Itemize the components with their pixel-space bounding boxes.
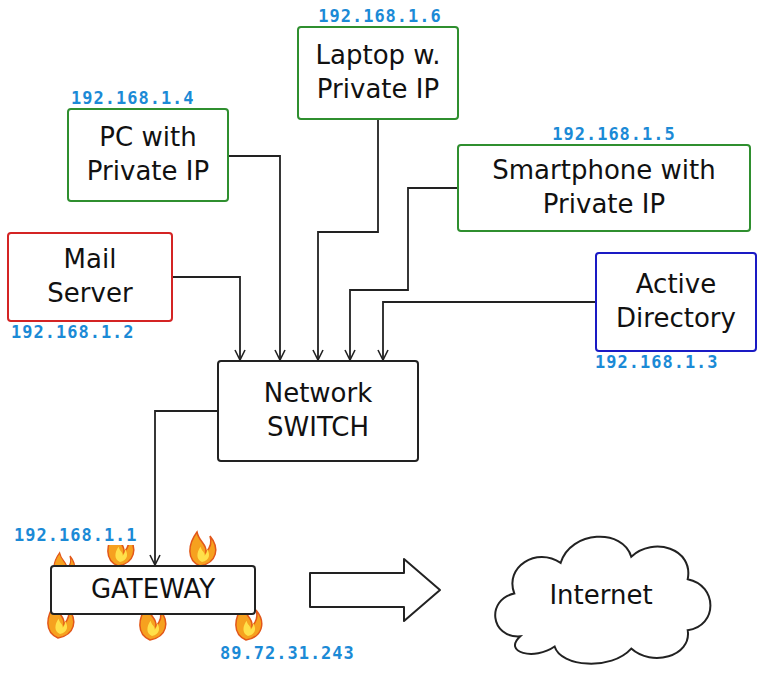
cloud-shape: [495, 537, 710, 664]
active-directory-box: Active Directory192.168.1.3: [595, 252, 757, 352]
node-label: Laptop w. Private IP: [307, 39, 449, 107]
flame-core: [55, 619, 67, 634]
block-arrow: [310, 559, 440, 621]
ip-address: 192.168.1.6: [316, 6, 444, 26]
ip-address: 89.72.31.243: [218, 643, 357, 663]
flame-core: [147, 621, 159, 636]
connector-arrow: [229, 156, 280, 360]
connector-arrow: [383, 302, 595, 360]
connector-arrow: [350, 188, 457, 360]
internet-cloud: Internet: [480, 522, 722, 670]
pc-box: PC with Private IP192.168.1.4: [67, 108, 229, 202]
mail-server-box: Mail Server192.168.1.2: [7, 232, 173, 322]
node-label: PC with Private IP: [77, 121, 219, 189]
connector-arrow: [318, 120, 378, 360]
smartphone-box: Smartphone with Private IP192.168.1.5: [457, 144, 751, 232]
node-label: Mail Server: [17, 243, 163, 311]
flame-core: [197, 547, 209, 562]
node-label: Smartphone with Private IP: [467, 154, 741, 222]
connector-arrow: [173, 277, 240, 360]
node-label: Active Directory: [605, 268, 747, 336]
ip-address: 192.168.1.5: [550, 124, 678, 144]
ip-address: 192.168.1.3: [593, 352, 721, 372]
connector-arrow: [155, 411, 217, 565]
ip-address: 192.168.1.2: [9, 322, 137, 342]
node-label: Internet: [549, 579, 652, 613]
network-switch: Network SWITCH: [217, 360, 419, 462]
flame-core: [243, 621, 255, 636]
node-label: GATEWAY: [91, 573, 215, 607]
gateway-box: GATEWAY192.168.1.189.72.31.243: [50, 565, 256, 615]
node-label: Network SWITCH: [227, 377, 409, 445]
ip-address: 192.168.1.1: [12, 525, 140, 545]
ip-address: 192.168.1.4: [69, 88, 197, 108]
flame: [190, 532, 216, 566]
laptop-box: Laptop w. Private IP192.168.1.6: [297, 26, 459, 120]
flame-core: [115, 547, 127, 562]
